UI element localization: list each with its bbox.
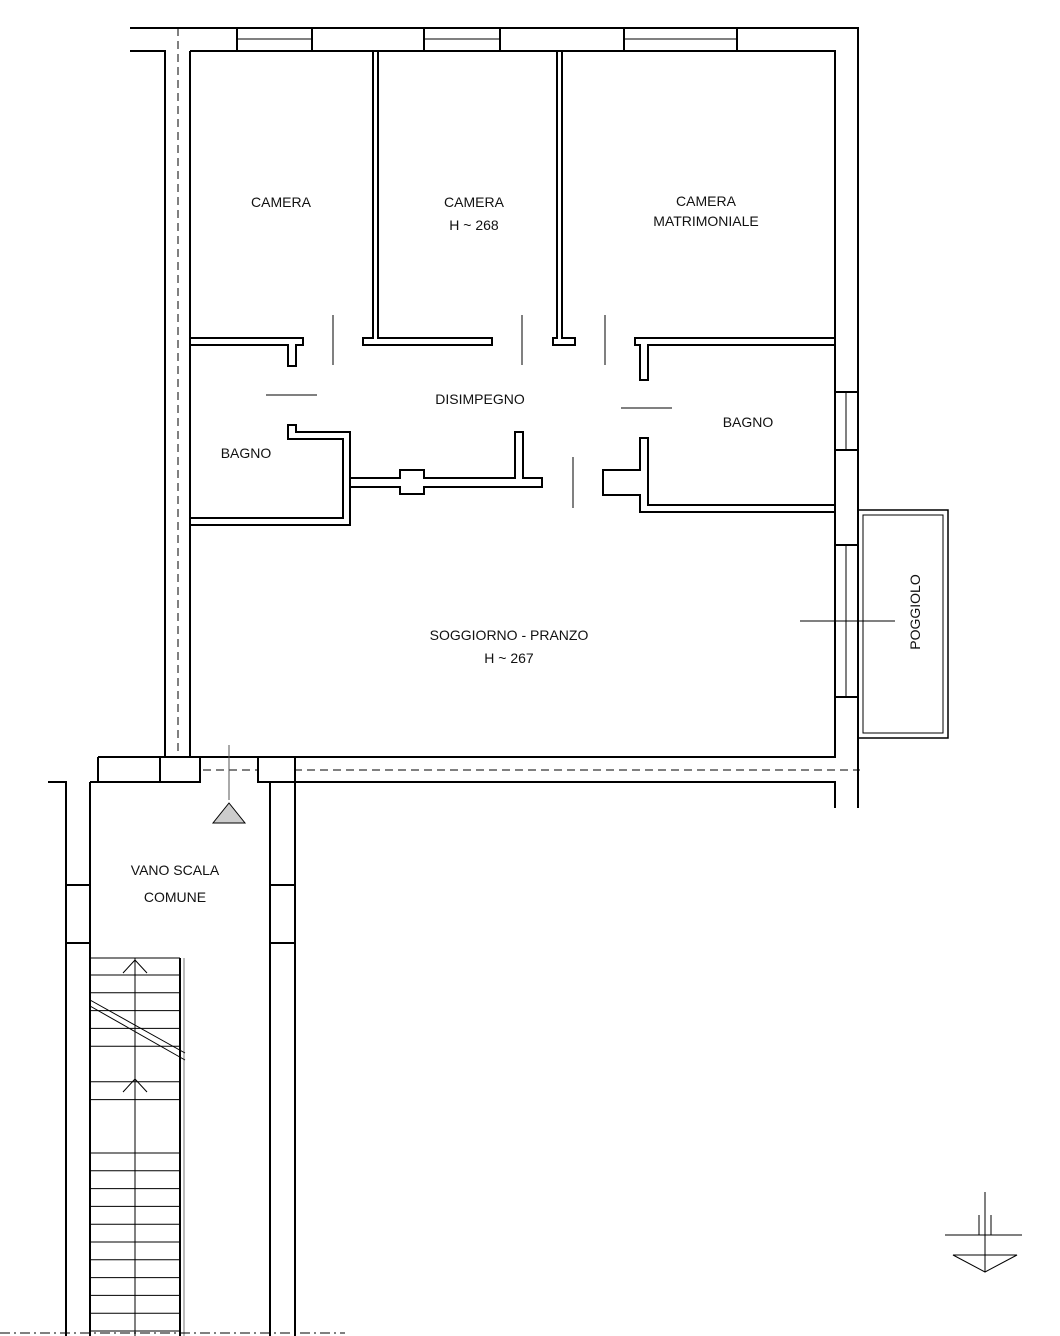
room-camera-3: CAMERA MATRIMONIALE xyxy=(653,191,759,231)
room-disimpegno: DISIMPEGNO xyxy=(435,388,524,411)
door-markers xyxy=(228,315,895,800)
room-subtitle: MATRIMONIALE xyxy=(653,213,759,229)
room-name: CAMERA xyxy=(444,194,504,210)
room-soggiorno: SOGGIORNO - PRANZO H ~ 267 xyxy=(430,624,589,670)
window xyxy=(65,884,91,944)
room-subtitle: COMUNE xyxy=(143,889,207,905)
room-name: POGGIOLO xyxy=(907,574,923,650)
entrance-marker-icon xyxy=(211,802,247,824)
room-camera-1: CAMERA xyxy=(251,191,311,214)
room-name: CAMERA xyxy=(676,193,736,209)
room-name: BAGNO xyxy=(220,445,272,461)
room-bagno-right: BAGNO xyxy=(723,411,774,434)
room-height: H ~ 268 xyxy=(449,217,499,233)
balcony xyxy=(857,509,949,739)
room-camera-2: CAMERA H ~ 268 xyxy=(444,191,504,237)
room-height: H ~ 267 xyxy=(484,650,534,666)
room-name: SOGGIORNO - PRANZO xyxy=(429,627,589,643)
room-vano-scala: VANO SCALA COMUNE xyxy=(131,857,219,911)
room-poggiolo: POGGIOLO xyxy=(907,572,923,652)
room-name: BAGNO xyxy=(722,414,774,430)
room-name: DISIMPEGNO xyxy=(435,391,525,407)
staircase xyxy=(89,957,186,1336)
walls xyxy=(48,27,949,1336)
room-name: CAMERA xyxy=(251,194,311,210)
window xyxy=(269,884,296,944)
north-arrow-icon xyxy=(945,1192,1022,1273)
room-bagno-left: BAGNO xyxy=(221,442,272,465)
room-name: VANO SCALA xyxy=(130,862,220,878)
